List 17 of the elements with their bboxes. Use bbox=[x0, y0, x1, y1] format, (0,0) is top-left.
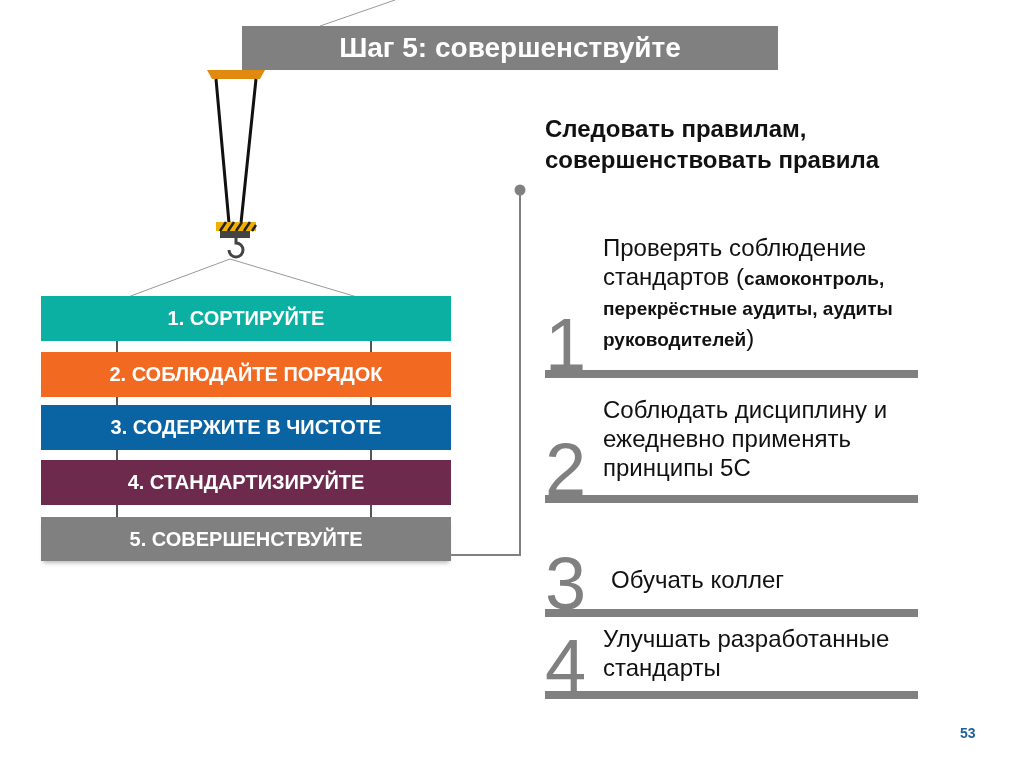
step-bar: 3. СОДЕРЖИТЕ В ЧИСТОТЕ bbox=[41, 405, 451, 450]
item-text: Улучшать разработанные стандарты bbox=[603, 625, 891, 683]
title-banner: Шаг 5: совершенствуйте bbox=[242, 26, 778, 70]
item-number: 3 bbox=[545, 547, 587, 621]
heading-text: Следовать правилам, совершенствовать правила bbox=[545, 114, 881, 176]
step-bar: 5. СОВЕРШЕНСТВУЙТЕ bbox=[41, 517, 451, 561]
step-bar: 4. СТАНДАРТИЗИРУЙТЕ bbox=[41, 460, 451, 505]
step-bar: 2. СОБЛЮДАЙТЕ ПОРЯДОК bbox=[41, 352, 451, 397]
item-number: 2 bbox=[545, 433, 587, 507]
item-number: 4 bbox=[545, 629, 587, 703]
item-number: 1 bbox=[545, 308, 587, 382]
item-text: Обучать коллег bbox=[611, 566, 786, 595]
page-number: 53 bbox=[960, 724, 977, 743]
item-text: Соблюдать дисциплину и ежедневно применять принципы 5С bbox=[603, 396, 889, 483]
connector-line bbox=[450, 184, 526, 556]
step-bar: 1. СОРТИРУЙТЕ bbox=[41, 296, 451, 341]
item-text: Проверять соблюдение стандартов (самоконтроль, перекрёстные аудиты, аудиты руководителей) bbox=[603, 234, 894, 353]
